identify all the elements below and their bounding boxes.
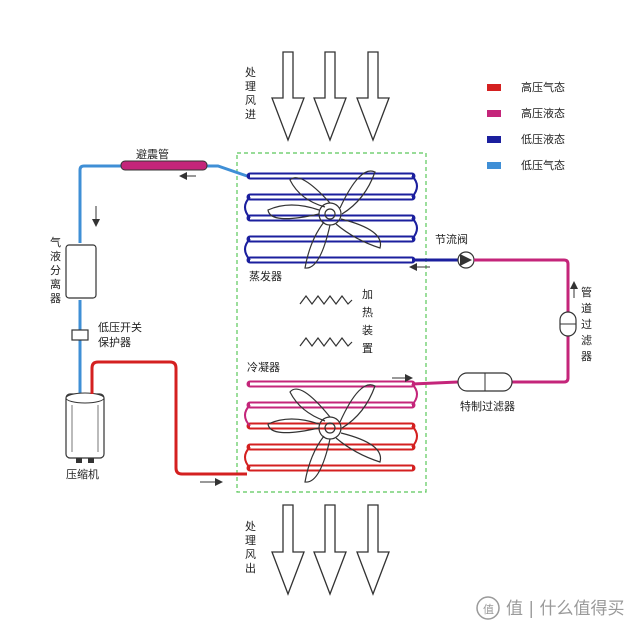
separator-label-char: 液: [50, 249, 61, 263]
unit-frame: [236, 152, 427, 493]
inlet-air-arrows: [271, 51, 390, 142]
separator-label-char: 器: [50, 292, 61, 305]
evaporator-fan: [267, 170, 382, 269]
evaporator-label: 蒸发器: [249, 269, 282, 283]
low-pressure-switch: [71, 329, 89, 341]
airflow-outlet-char: 处: [245, 520, 256, 533]
outlet-air-arrows: [271, 504, 390, 596]
legend-label-low-liquid: 低压液态: [521, 132, 565, 146]
airflow-inlet-char: 进: [245, 108, 256, 121]
heater-label-char: 装: [362, 324, 373, 337]
watermark-text: 值 | 什么值得买: [506, 599, 625, 619]
gas-liquid-separator: [65, 244, 97, 299]
heater-label-char: 热: [362, 306, 373, 319]
pipe-filter-label-char: 过: [581, 318, 592, 331]
shock-pipe-label: 避震管: [136, 147, 169, 161]
pipe-filter-label-char: 道: [581, 301, 592, 315]
heater-label: 加 热 装 置: [362, 288, 373, 355]
low-pressure-switch-label-2: 保护器: [98, 335, 131, 349]
airflow-outlet-label: 处 理 风 出: [245, 520, 256, 575]
heater-icon: [299, 295, 353, 347]
zhi-logo-icon: [476, 596, 500, 620]
legend-swatch-high-gas: [487, 84, 501, 91]
special-filter-label: 特制过滤器: [460, 399, 515, 413]
heater-label-char: 置: [362, 342, 373, 355]
airflow-inlet-char: 理: [245, 80, 256, 93]
pipe-filter-label-char: 管: [581, 285, 592, 299]
condenser-label: 冷凝器: [247, 360, 280, 374]
high-liquid-pipe: [474, 258, 570, 312]
separator-label-char: 气: [50, 235, 61, 249]
separator-label-char: 分: [50, 264, 61, 277]
pipe-filter-label-char: 滤: [581, 334, 592, 347]
low-gas-pipe: [78, 164, 248, 243]
airflow-outlet-char: 理: [245, 534, 256, 547]
airflow-inlet-char: 处: [245, 66, 256, 79]
throttle-valve-label: 节流阀: [435, 232, 468, 246]
shock-pipe: [120, 160, 208, 171]
legend-label-low-gas: 低压气态: [521, 158, 565, 172]
zhi-logo-glyph: 值: [483, 603, 494, 616]
compressor-label: 压缩机: [66, 467, 99, 481]
pipe-filter-label-char: 器: [581, 350, 592, 363]
legend-label-high-liquid: 高压液态: [521, 106, 565, 120]
legend-swatch-low-liquid: [487, 136, 501, 143]
airflow-inlet-char: 风: [245, 94, 256, 107]
separator-label-char: 离: [50, 277, 61, 291]
pipe-filter-label: 管 道 过 滤 器: [581, 285, 592, 363]
low-pressure-switch-label-1: 低压开关: [98, 320, 142, 334]
legend-label-high-gas: 高压气态: [521, 80, 565, 94]
high-gas-pipe: [90, 360, 247, 476]
watermark: 值 值 | 什么值得买: [476, 596, 625, 620]
special-filter: [457, 372, 513, 392]
high-liquid-pipe-3: [411, 380, 459, 386]
condenser-fan: [267, 384, 382, 483]
high-liquid-pipe-2: [512, 336, 570, 384]
throttle-valve: [457, 251, 475, 269]
pipe-filter: [559, 311, 577, 337]
heater-label-char: 加: [362, 288, 373, 301]
legend-swatch-high-liquid: [487, 110, 501, 117]
airflow-outlet-char: 出: [245, 561, 256, 575]
compressor: [65, 392, 105, 463]
legend: 高压气态 高压液态 低压液态 低压气态: [487, 80, 565, 172]
airflow-inlet-label: 处 理 风 进: [245, 66, 256, 121]
legend-swatch-low-gas: [487, 162, 501, 169]
airflow-outlet-char: 风: [245, 548, 256, 561]
separator-label: 气 液 分 离 器: [50, 235, 61, 305]
